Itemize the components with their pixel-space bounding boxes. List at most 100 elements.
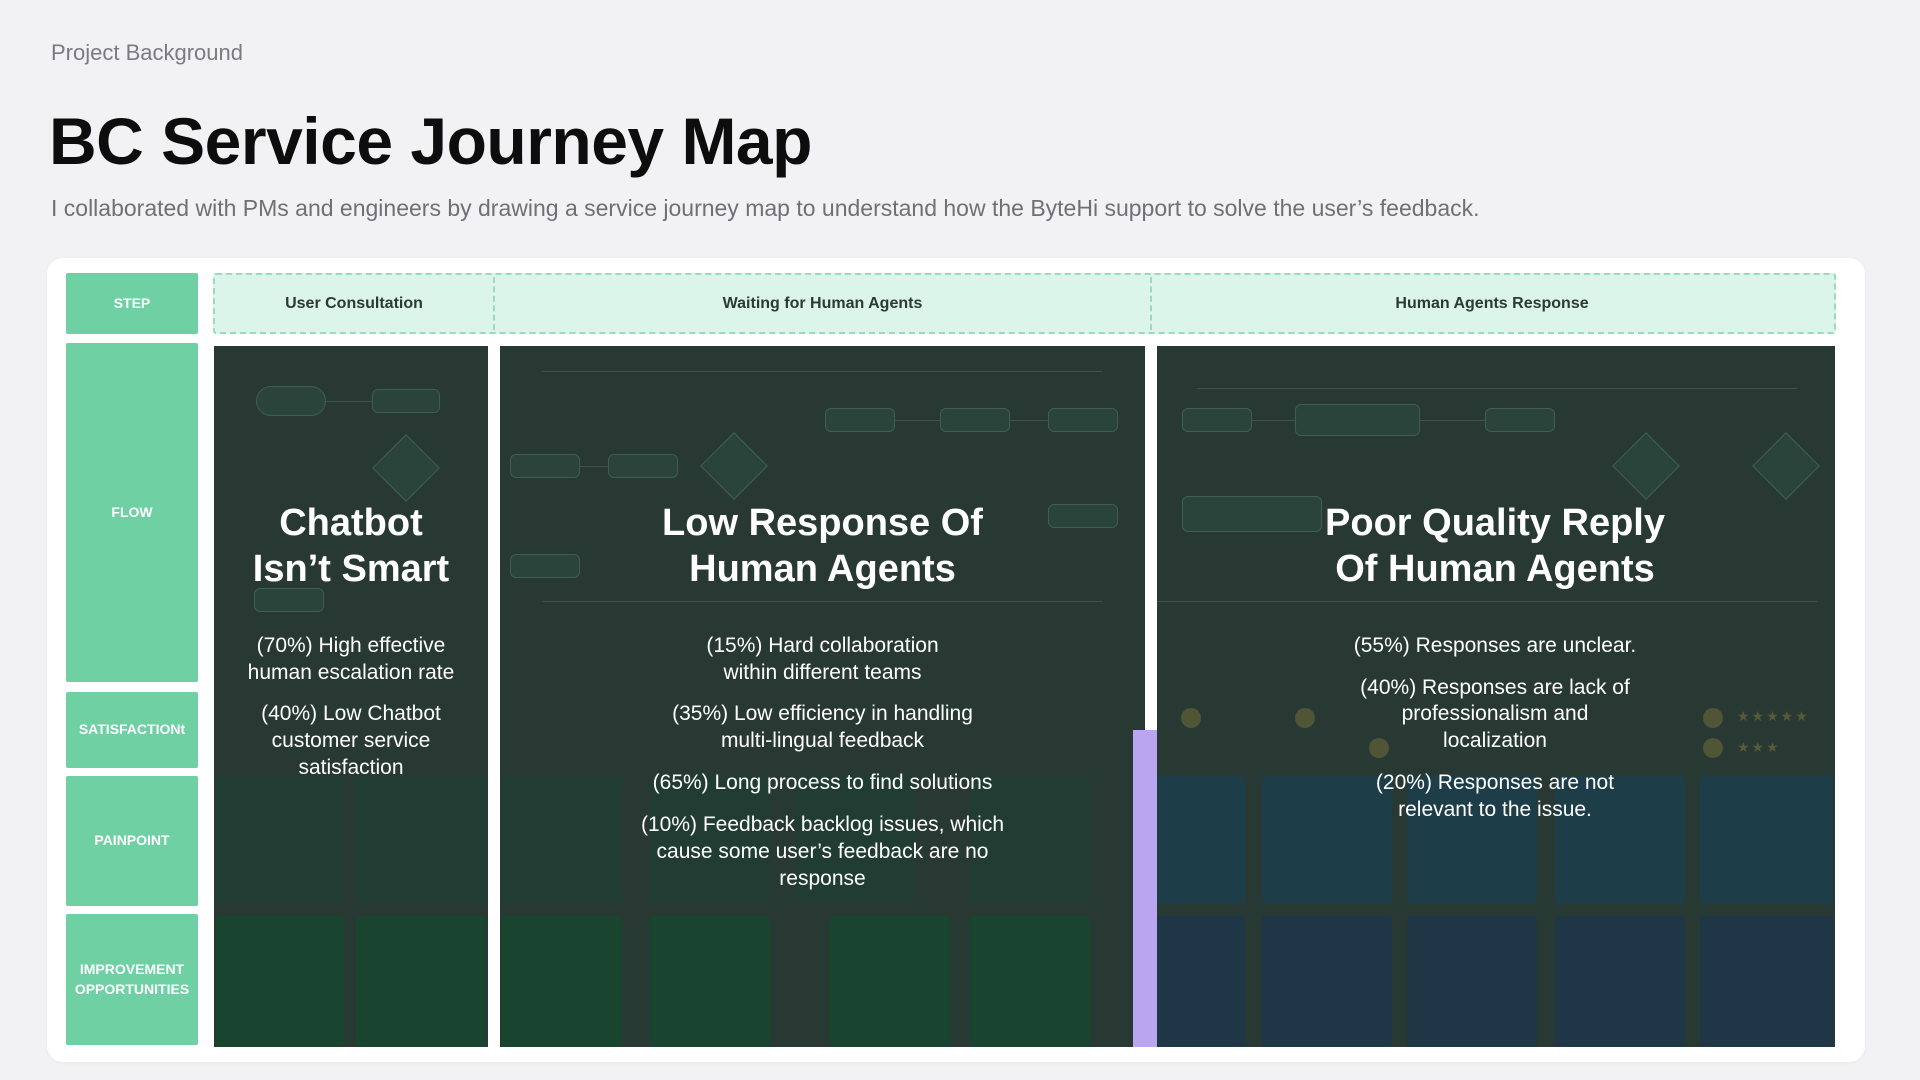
flow-node: [825, 408, 895, 432]
stage-point: (40%) Low Chatbot customer service satis…: [261, 702, 441, 780]
painpoint-cell: [1407, 776, 1537, 904]
stage-title-line1: Low Response Of: [662, 502, 983, 544]
flow-node: [608, 454, 678, 478]
accent-bar: [1133, 730, 1157, 1047]
stage-panel-poor-quality: ★★★★★ ★★★: [1157, 346, 1835, 1047]
step-band: [213, 273, 1836, 334]
stage-title-line1: Chatbot: [279, 502, 423, 544]
flow-node: [1048, 504, 1118, 528]
step-divider-1: [493, 277, 495, 330]
stage-title-line2: Human Agents: [689, 548, 956, 591]
flow-node: [256, 386, 326, 416]
panel-separator: [1145, 346, 1153, 1047]
flow-connector: [580, 466, 608, 467]
painpoint-cell: [1157, 776, 1245, 904]
painpoint-cell: [1555, 776, 1685, 904]
stage-panel-low-response: [500, 346, 1145, 1047]
improvement-cell: [830, 916, 950, 1047]
improvement-cell: [970, 916, 1090, 1047]
improvement-cell: [1555, 916, 1685, 1047]
stage-title-line2: Isn’t Smart: [252, 548, 450, 591]
painpoint-cell: [216, 776, 344, 904]
improvement-cell: [1700, 916, 1833, 1047]
flow-connector: [542, 601, 1102, 602]
stage-point: (15%) Hard collaboration within differen…: [706, 633, 939, 684]
row-header-satisfaction-label: SATISFACTIONt: [78, 721, 186, 738]
stage-title: Low Response Of Human Agents: [640, 500, 1005, 593]
row-header-flow-label: FLOW: [111, 503, 153, 520]
step-label-waiting-for-human-agents: Waiting for Human Agents: [722, 294, 923, 312]
stage-overlay-poor-quality: Poor Quality Reply Of Human Agents (55%)…: [1320, 500, 1670, 839]
painpoint-cell: [1262, 776, 1392, 904]
flow-node: [1182, 496, 1322, 532]
improvement-cell: [1262, 916, 1392, 1047]
step-label-user-consultation: User Consultation: [285, 294, 423, 312]
rating-stars: ★★★★★: [1737, 708, 1810, 724]
page-subtitle: I collaborated with PMs and engineers by…: [51, 195, 1480, 221]
improvement-cell: [1407, 916, 1537, 1047]
stage-title: Poor Quality Reply Of Human Agents: [1290, 500, 1700, 593]
flow-connector: [326, 401, 372, 402]
flow-node: [510, 554, 580, 578]
flow-connector: [895, 420, 940, 421]
eyebrow-label: Project Background: [51, 40, 243, 65]
satisfaction-face: [1295, 708, 1315, 728]
stage-panel-chatbot: [214, 346, 488, 1047]
flow-connector: [1252, 420, 1295, 421]
row-header-flow: FLOW: [66, 343, 198, 682]
row-header-step: STEP: [66, 273, 198, 334]
flow-decision: [1612, 432, 1680, 500]
improvement-cell: [356, 916, 486, 1047]
row-header-step-label: STEP: [113, 294, 151, 311]
flow-node: [254, 588, 324, 612]
satisfaction-face: [1703, 738, 1723, 758]
stage-point: (35%) Low efficiency in handling multi-l…: [672, 702, 973, 753]
flow-node: [1182, 408, 1252, 432]
flow-connector: [1010, 420, 1048, 421]
stage-point: (40%) Responses are lack of professional…: [1360, 675, 1630, 753]
flow-node: [372, 389, 440, 413]
row-header-painpoint-label: PAINPOINT: [94, 832, 170, 849]
flow-node: [940, 408, 1010, 432]
improvement-cell: [1157, 916, 1245, 1047]
flow-decision: [372, 434, 440, 502]
painpoint-cell: [650, 776, 770, 904]
stage-point: (10%) Feedback backlog issues, which cau…: [640, 813, 1004, 890]
stage-title: Chatbot Isn’t Smart: [224, 500, 478, 593]
row-header-improvement-line2: OPPORTUNITIES: [74, 980, 190, 997]
stage-title-line1: Poor Quality Reply: [1325, 502, 1665, 544]
stage-point: (20%) Responses are not relevant to the …: [1375, 771, 1615, 822]
improvement-cell: [502, 916, 622, 1047]
stage-title-line2: Of Human Agents: [1335, 548, 1655, 591]
stage-point: (55%) Responses are unclear.: [1353, 633, 1637, 657]
painpoint-cell: [356, 776, 486, 904]
step-divider-2: [1150, 277, 1152, 330]
flow-connector: [1197, 388, 1797, 389]
stage-overlay-low-response: Low Response Of Human Agents (15%) Hard …: [640, 500, 1005, 908]
stage-overlay-chatbot: Chatbot Isn’t Smart (70%) High effective…: [224, 500, 478, 797]
satisfaction-face: [1181, 708, 1201, 728]
improvement-cell: [216, 916, 344, 1047]
row-header-satisfaction: SATISFACTIONt: [66, 692, 198, 768]
flow-node: [510, 454, 580, 478]
stage-point: (70%) High effective human escalation ra…: [247, 633, 455, 684]
flow-node: [1485, 408, 1555, 432]
flow-node: [1048, 408, 1118, 432]
row-header-painpoint: PAINPOINT: [66, 776, 198, 906]
stage-point: (65%) Long process to find solutions: [652, 771, 993, 795]
painpoint-cell: [970, 776, 1090, 904]
page-title: BC Service Journey Map: [49, 104, 812, 178]
flow-node: [1295, 404, 1420, 436]
row-header-improvement-line1: IMPROVEMENT: [79, 960, 185, 977]
flow-decision: [1752, 432, 1820, 500]
flow-decision: [700, 432, 768, 500]
satisfaction-face: [1703, 708, 1723, 728]
painpoint-cell: [795, 776, 915, 904]
row-header-improvement: IMPROVEMENT OPPORTUNITIES: [66, 914, 198, 1045]
flow-connector: [542, 371, 1102, 372]
painpoint-cell: [502, 776, 622, 904]
rating-stars: ★★★: [1737, 739, 1781, 755]
satisfaction-face: [1369, 738, 1389, 758]
painpoint-cell: [1700, 776, 1833, 904]
improvement-cell: [650, 916, 770, 1047]
